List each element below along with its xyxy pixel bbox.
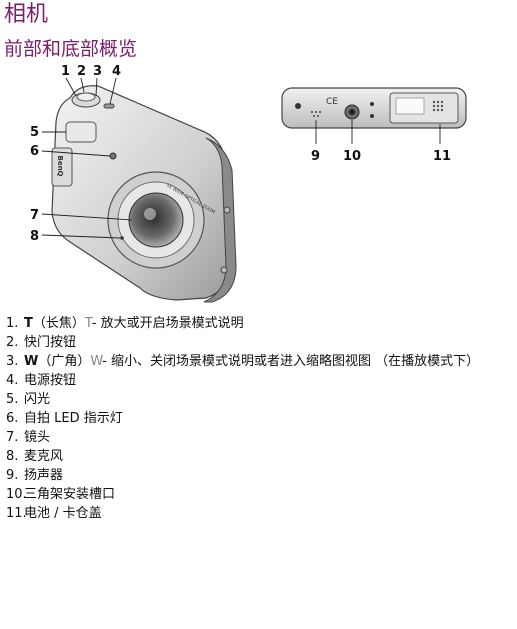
list-item: 2. 快门按钮 [6, 335, 77, 350]
callout-6: 6 [30, 144, 39, 159]
callout-9: 9 [311, 149, 320, 164]
list-item: 4. 电源按钮 [6, 373, 77, 388]
front-callout-lines [41, 77, 133, 239]
speaker-shape [311, 111, 321, 117]
callout-8: 8 [30, 229, 39, 244]
callout-4: 4 [112, 64, 121, 79]
feature-list: 1. T（长焦）T- 放大或开启场景模式说明 2. 快门按钮 3. W（广角）W… [6, 314, 511, 523]
callout-1: 1 [61, 64, 70, 79]
callout-2: 2 [77, 64, 86, 79]
page-title: 相机 [4, 2, 49, 27]
item-number: 3. [6, 354, 19, 369]
flash-shape [65, 121, 97, 143]
list-item: 6. 自拍 LED 指示灯 [6, 411, 123, 426]
wide-glyph-icon: W [90, 354, 103, 369]
wide-key: W [24, 354, 39, 369]
camera-illustration: BenQ 5X WIDE OPTICAL ZOOM 1 2 3 [30, 64, 467, 303]
lens-shape [128, 192, 184, 248]
callout-3: 3 [93, 64, 102, 79]
callout-11: 11 [433, 149, 451, 164]
camera-bottom: CE [281, 87, 467, 129]
tele-key: T [24, 316, 33, 331]
camera-front: BenQ 5X WIDE OPTICAL ZOOM [51, 85, 237, 303]
tele-glyph-icon: T [84, 316, 93, 331]
bottom-callout-lines [315, 120, 441, 144]
brand-mark: BenQ [56, 155, 64, 176]
power-button-shape [103, 103, 115, 109]
list-item: 3. W（广角）W- 缩小、关闭场景模式说明或者进入缩略图视图 （在播放模式下） [6, 354, 480, 369]
list-item: 8. 麦克风 [6, 449, 64, 464]
led-shape [109, 152, 117, 160]
callout-5: 5 [30, 125, 39, 140]
camera-figure: BenQ 5X WIDE OPTICAL ZOOM 1 2 3 [0, 62, 517, 312]
item-number: 1. [6, 316, 19, 331]
list-item: 9. 扬声器 [6, 468, 64, 483]
section-subtitle: 前部和底部概览 [4, 38, 138, 60]
speaker-grid-shape [432, 100, 444, 112]
list-item: 5. 闪光 [6, 392, 51, 407]
ce-mark: CE [326, 97, 338, 107]
list-item: 11. 电池 / 卡仓盖 [6, 506, 102, 521]
callout-10: 10 [343, 149, 361, 164]
microphone-shape [120, 236, 124, 240]
list-item: 7. 镜头 [6, 430, 51, 445]
callout-7: 7 [30, 208, 39, 223]
list-item: 10. 三角架安装槽口 [6, 487, 116, 502]
list-item: 1. T（长焦）T- 放大或开启场景模式说明 [6, 316, 244, 331]
